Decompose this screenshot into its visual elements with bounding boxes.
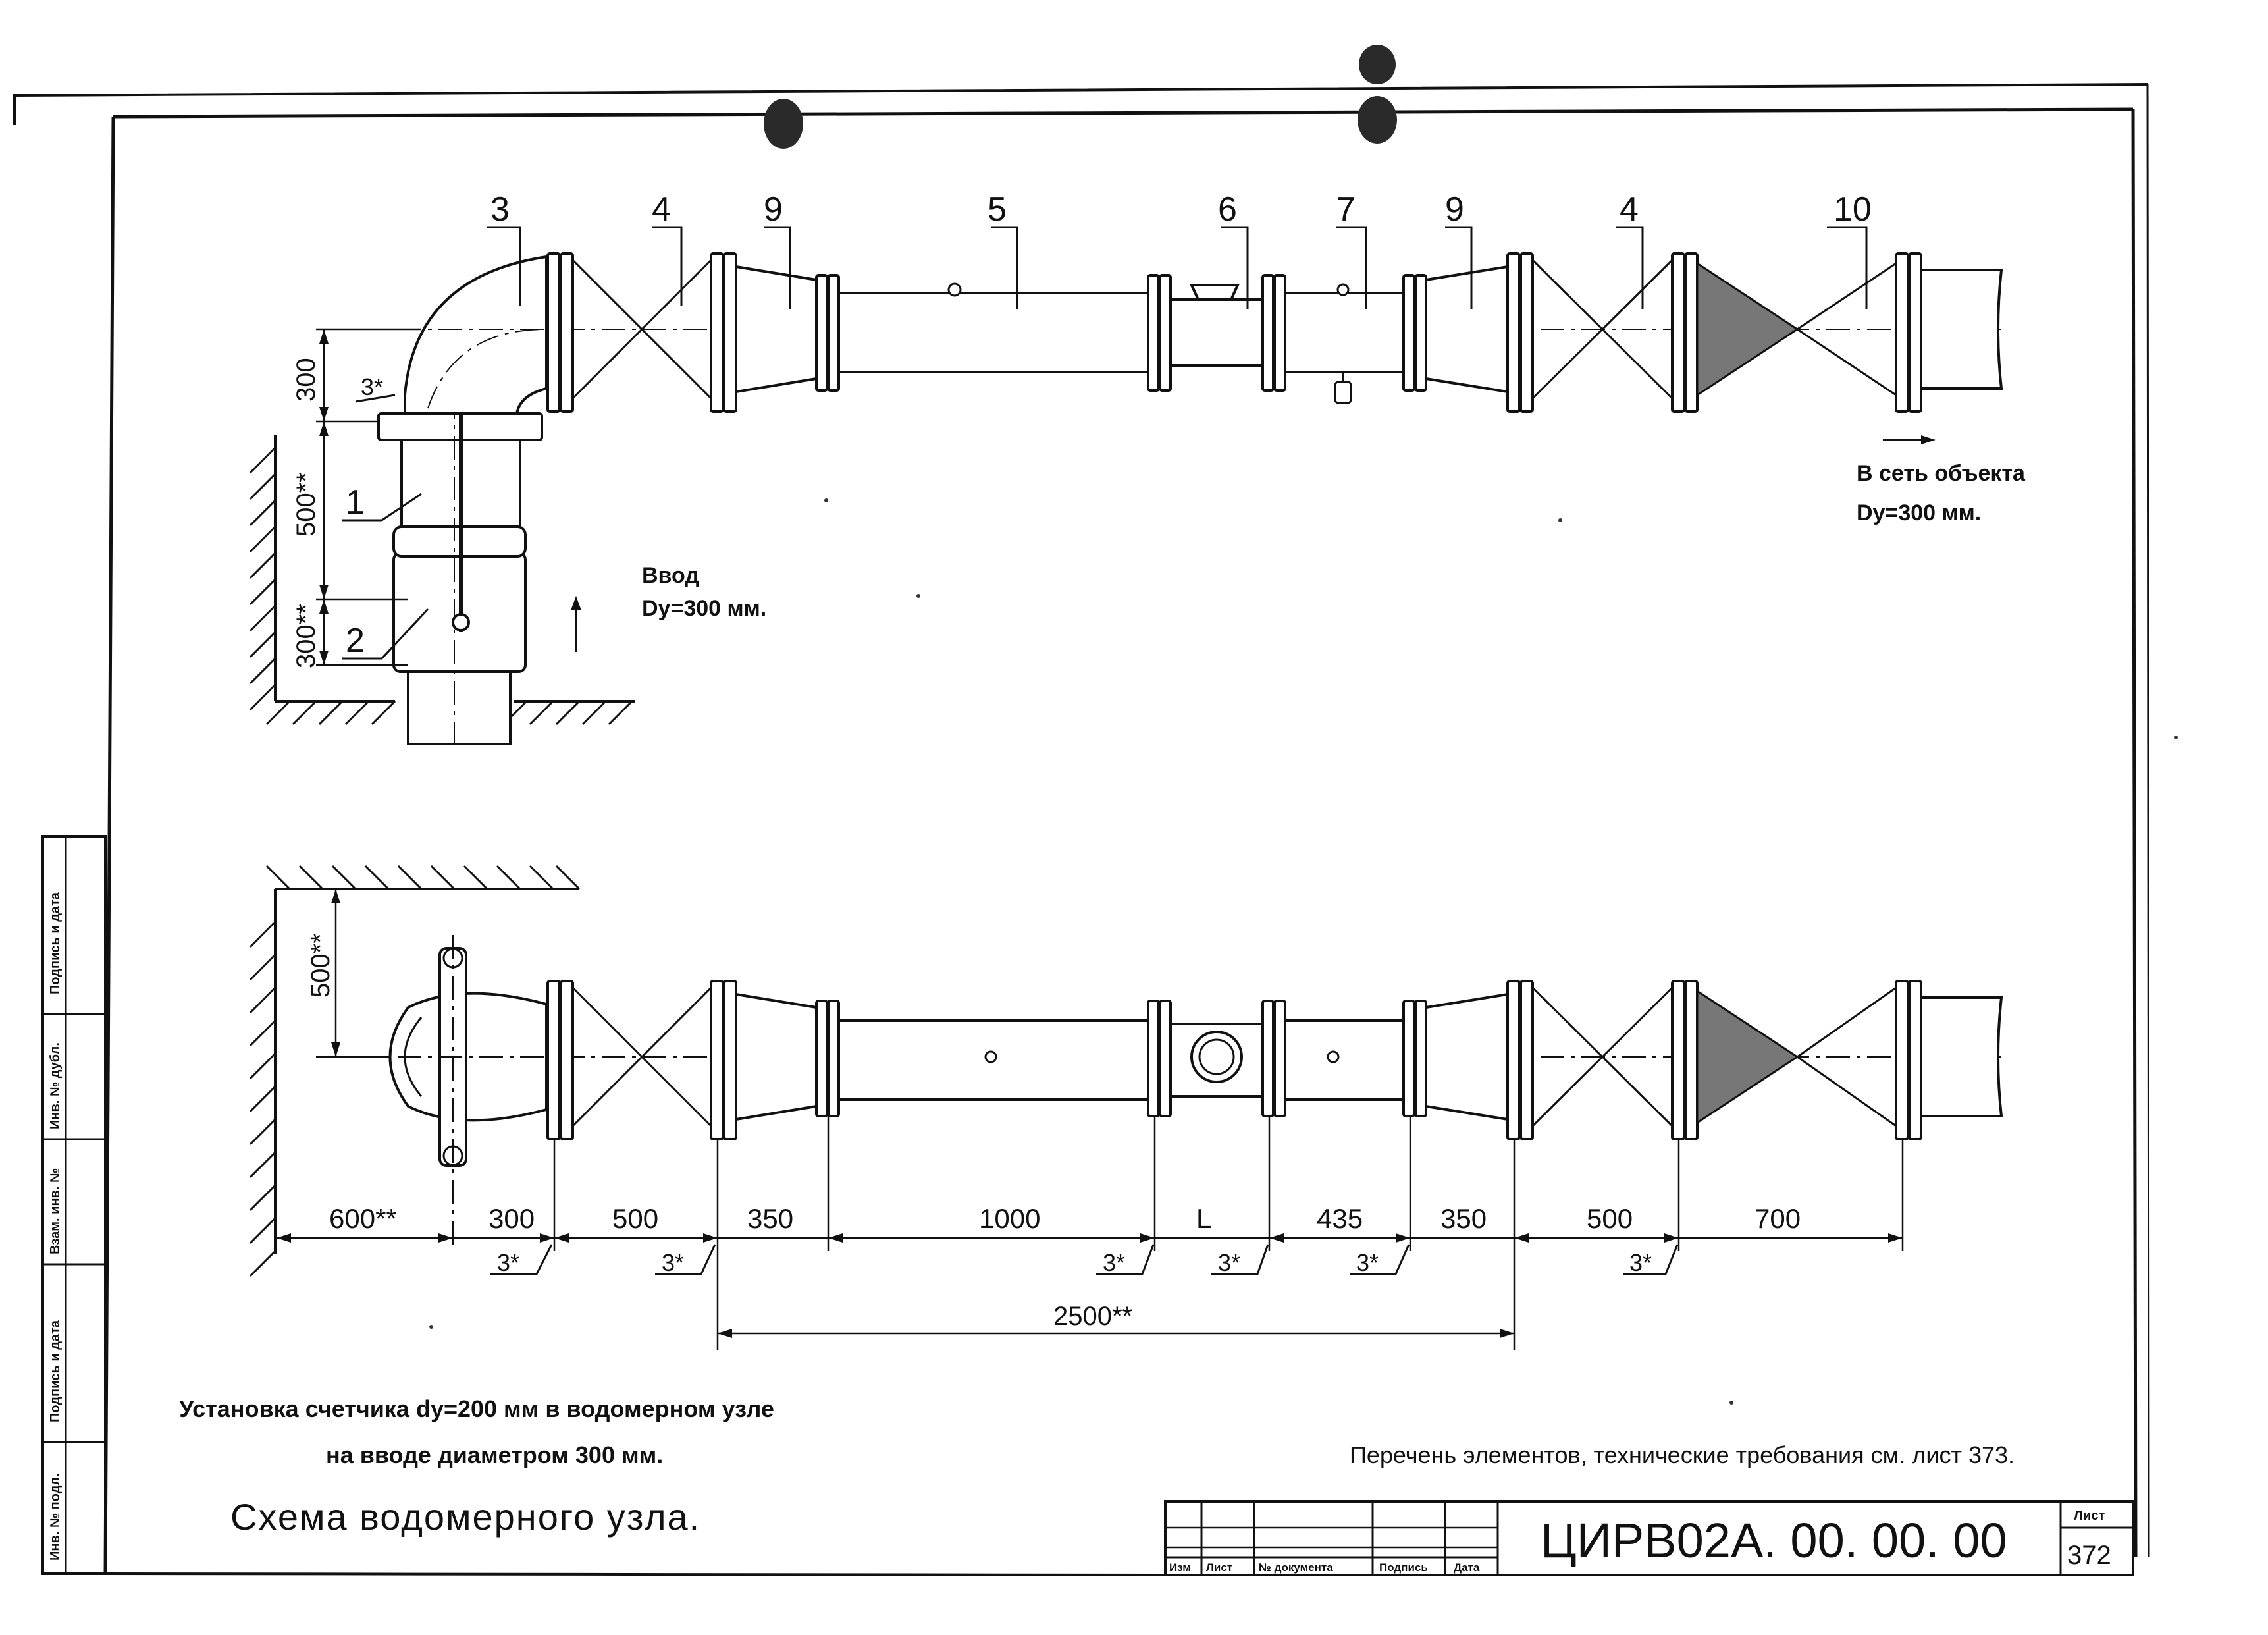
top-position-labels: 3 4 9 5 6 7 9 4 10 (490, 190, 1872, 228)
position-label: 7 (1336, 190, 1356, 228)
plan-total-dimension: 2500** (718, 1302, 1514, 1338)
floor-hatch (265, 700, 635, 726)
position-label: 9 (1445, 190, 1464, 228)
caption-line1: Установка счетчика dy=200 мм в водомерно… (179, 1395, 774, 1422)
inlet-caption-line1: Ввод (642, 563, 699, 588)
riser-pipe (377, 395, 543, 745)
side-label-sign-date-2: Подпись и дата (48, 1320, 63, 1422)
side-label-repl-inv: Взам. инв. № (48, 1168, 63, 1254)
gap-label: 3* (662, 1249, 684, 1276)
side-label-orig-inv: Инв. № подл. (48, 1473, 63, 1561)
riser-dimensions: 300 500** 300** 3* (292, 328, 421, 668)
binder-holes (764, 45, 1397, 149)
bottom-view: 500** (249, 865, 2003, 1350)
plan-dim: 350 (747, 1203, 793, 1234)
top-main-run (316, 252, 2003, 413)
references-note: Перечень элементов, технические требован… (1350, 1441, 2015, 1468)
riser-gap-label: 3* (361, 373, 383, 400)
wall-hatch-vertical (249, 435, 277, 711)
plan-dim: 500 (612, 1203, 658, 1234)
side-label-dup-inv: Инв. № дубл. (48, 1042, 63, 1129)
plan-gap-leaders: 3* 3* 3* 3* 3* 3* (490, 1244, 1679, 1276)
elbow-3 (404, 255, 548, 415)
sheet-frame (13, 83, 2150, 1576)
plan-total-dim: 2500** (1053, 1302, 1132, 1331)
caption-line2: на вводе диаметром 300 мм. (326, 1441, 663, 1468)
riser-leaders: 1 2 (342, 483, 429, 660)
sheet-label: Лист (2074, 1509, 2105, 1523)
plan-elbow (388, 935, 548, 1245)
title-col-signature: Подпись (1379, 1561, 1428, 1574)
gap-label: 3* (497, 1249, 519, 1276)
plan-dim: 500 (1587, 1203, 1633, 1234)
plan-main-run (316, 980, 2003, 1140)
riser-dim-300-bottom: 300** (292, 604, 321, 668)
title-col-change: Изм (1169, 1561, 1191, 1574)
position-label: 4 (652, 190, 671, 228)
plan-dim: 1000 (979, 1203, 1040, 1234)
plan-wall-offset-dim: 500** (306, 889, 421, 1058)
plan-dim: L (1196, 1203, 1211, 1234)
position-label: 10 (1833, 190, 1872, 228)
flow-arrows (571, 435, 1936, 652)
plan-dimension-chain: 600** 300 500 350 1000 L 435 350 500 700 (275, 1203, 1903, 1243)
plan-dim: 435 (1317, 1203, 1363, 1234)
position-label: 6 (1218, 190, 1237, 228)
top-position-leaders (487, 226, 1868, 309)
position-label: 9 (764, 190, 783, 228)
plan-wall-offset: 500** (306, 933, 335, 998)
position-label: 4 (1620, 190, 1639, 228)
position-label: 3 (490, 190, 510, 228)
riser-dim-500: 500** (292, 472, 321, 537)
top-view: 3 4 9 5 6 7 9 4 10 1 2 (249, 190, 2026, 745)
plan-dim: 700 (1754, 1203, 1801, 1234)
title-col-date: Дата (1454, 1561, 1480, 1574)
gap-label: 3* (1356, 1249, 1379, 1276)
notes: Установка счетчика dy=200 мм в водомерно… (179, 1395, 2015, 1538)
side-stamp-panel: Подпись и дата Инв. № дубл. Взам. инв. №… (41, 835, 107, 1575)
plan-dim: 350 (1440, 1203, 1487, 1234)
gap-label: 3* (1218, 1249, 1240, 1276)
plan-dim: 600** (329, 1203, 397, 1234)
riser-label-2: 2 (346, 622, 365, 660)
outlet-caption-line2: Dy=300 мм. (1857, 500, 1981, 525)
outlet-caption-line1: В сеть объекта (1857, 461, 2026, 486)
scan-specks (429, 498, 2178, 1405)
plan-wall-hatch (249, 865, 581, 1277)
title-col-document: № документа (1259, 1561, 1333, 1574)
side-label-sign-date-1: Подпись и дата (48, 892, 63, 994)
title-block: Изм Лист № документа Подпись Дата ЦИРВ02… (1164, 1500, 2134, 1576)
plan-dim: 300 (488, 1203, 535, 1234)
document-designation: ЦИРВ02А. 00. 00. 00 (1541, 1513, 2007, 1568)
riser-label-1: 1 (346, 483, 365, 522)
sheet-number: 372 (2067, 1541, 2111, 1570)
drawing-title: Схема водомерного узла. (230, 1496, 700, 1538)
riser-dim-300: 300 (292, 358, 321, 402)
plan-extension-lines (553, 1116, 1904, 1350)
inlet-caption-line2: Dy=300 мм. (642, 596, 766, 621)
gap-label: 3* (1103, 1249, 1125, 1276)
title-col-sheet: Лист (1206, 1561, 1232, 1574)
position-label: 5 (988, 190, 1007, 228)
gap-label: 3* (1629, 1249, 1652, 1276)
